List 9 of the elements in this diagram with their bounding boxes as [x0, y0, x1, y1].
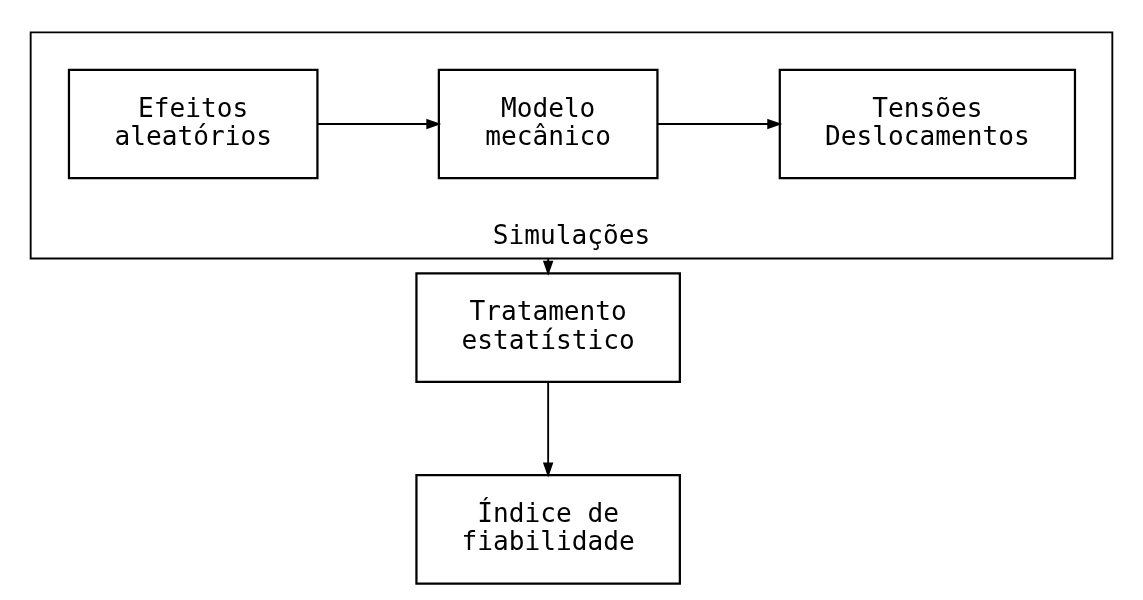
- arrow: [542, 380, 554, 477]
- node-box: Índice de fiabilidade: [415, 473, 681, 585]
- arrow: [542, 257, 554, 276]
- node-box: Tensões Deslocamentos: [778, 68, 1077, 179]
- node-box: Tratamento estatístico: [415, 271, 681, 383]
- arrow: [656, 118, 783, 129]
- node-box: Modelo mecânico: [437, 68, 659, 179]
- node-box: Efeitos aleatórios: [67, 68, 319, 179]
- arrow: [317, 118, 442, 129]
